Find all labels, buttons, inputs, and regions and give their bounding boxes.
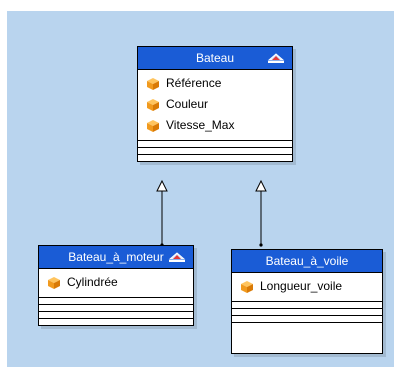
attribute-compartment: Cylindrée <box>39 269 193 298</box>
attribute-name: Longueur_voile <box>260 279 343 293</box>
extra-compartment <box>138 155 292 161</box>
extra-compartment <box>39 305 193 312</box>
orange-cube-icon <box>147 98 159 111</box>
generalization-arrowhead <box>255 179 267 192</box>
class-bateau-a-voile[interactable]: Bateau_à_voile Longueur_voile <box>231 249 383 354</box>
attribute-compartment: Référence Couleur Vitesse_Max <box>138 70 292 141</box>
attribute-name: Référence <box>166 76 222 90</box>
attribute-name: Couleur <box>166 97 209 111</box>
connector-dot <box>259 243 263 247</box>
attribute-row[interactable]: Référence <box>138 73 292 94</box>
class-name: Bateau <box>195 51 235 65</box>
orange-cube-icon <box>48 276 60 289</box>
operation-compartment <box>138 141 292 148</box>
attribute-row[interactable]: Couleur <box>138 94 292 115</box>
extra-compartment <box>39 319 193 325</box>
extra-compartment <box>232 316 382 323</box>
attribute-compartment: Longueur_voile <box>232 273 382 302</box>
diagram-canvas: Bateau Référence Couleur Vitesse_Max <box>7 11 394 367</box>
attribute-row[interactable]: Cylindrée <box>39 272 193 293</box>
operation-compartment <box>39 298 193 305</box>
attribute-name: Cylindrée <box>67 275 118 289</box>
class-name: Bateau_à_voile <box>265 254 349 268</box>
orange-cube-icon <box>147 119 159 132</box>
attribute-row[interactable]: Longueur_voile <box>232 276 382 297</box>
extra-compartment <box>138 148 292 155</box>
connector-layer <box>156 179 267 247</box>
operation-compartment <box>232 302 382 309</box>
orange-cube-icon <box>241 280 253 293</box>
class-header[interactable]: Bateau_à_moteur <box>39 246 193 269</box>
class-name: Bateau_à_moteur <box>68 250 164 264</box>
class-header[interactable]: Bateau <box>138 47 292 70</box>
class-stereotype-icon <box>267 53 285 63</box>
extra-compartment <box>39 312 193 319</box>
attribute-name: Vitesse_Max <box>166 118 235 132</box>
extra-compartment <box>232 309 382 316</box>
attribute-row[interactable]: Vitesse_Max <box>138 115 292 136</box>
extra-compartment <box>232 323 382 353</box>
class-bateau[interactable]: Bateau Référence Couleur Vitesse_Max <box>137 46 293 162</box>
orange-cube-icon <box>147 77 159 90</box>
class-stereotype-icon <box>168 252 186 262</box>
class-bateau-a-moteur[interactable]: Bateau_à_moteur Cylindrée <box>38 245 194 326</box>
class-header[interactable]: Bateau_à_voile <box>232 250 382 273</box>
generalization-arrowhead <box>156 179 168 192</box>
